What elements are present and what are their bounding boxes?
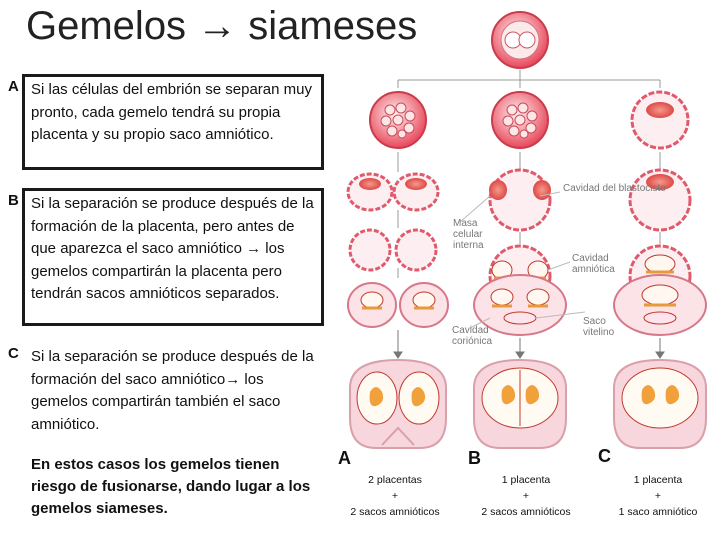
label-cavidad-corionica: Cavidad coriónica bbox=[452, 325, 493, 347]
uterus-c bbox=[613, 358, 707, 449]
blastocyst-early bbox=[630, 90, 690, 150]
label-cavidad-amniotica: Cavidad amniótica bbox=[572, 253, 615, 275]
caption-c-line1: 1 placenta bbox=[633, 474, 683, 486]
caption-a-line2: + bbox=[391, 490, 399, 502]
label-cavidad-blastocisto: Cavidad del blastocisto bbox=[563, 183, 666, 194]
caption-b-line2: + bbox=[522, 490, 530, 502]
section-a-letter: A bbox=[8, 78, 19, 95]
section-b-text: Si la separación se produce después de l… bbox=[31, 195, 314, 302]
section-a-text: Si las células del embrión se separan mu… bbox=[31, 81, 312, 143]
caption-a: 2 placentas + 2 sacos amnióticos bbox=[340, 472, 450, 520]
zygote bbox=[491, 11, 549, 69]
caption-b: 1 placenta + 2 sacos amnióticos bbox=[470, 472, 582, 520]
label-pointers bbox=[459, 191, 586, 329]
caption-b-line3: 2 sacos amnióticos bbox=[481, 506, 571, 518]
column-a-letter: A bbox=[338, 448, 351, 468]
section-c-text: Si la separación se produce después de l… bbox=[31, 348, 314, 433]
caption-b-line1: 1 placenta bbox=[501, 474, 551, 486]
caption-c-line3: 1 saco amniótico bbox=[618, 506, 698, 518]
caption-a-line3: 2 sacos amnióticos bbox=[350, 506, 440, 518]
section-b-box bbox=[22, 188, 324, 326]
section-b-letter: B bbox=[8, 192, 19, 209]
uterus-b bbox=[473, 358, 567, 449]
blastocyst-c bbox=[628, 168, 692, 244]
caption-c: 1 placenta + 1 saco amniótico bbox=[604, 472, 712, 520]
warning-text: En estos casos los gemelos tienen riesgo… bbox=[31, 456, 311, 517]
section-a-box bbox=[22, 74, 324, 170]
page-title: Gemelos → siameses bbox=[26, 4, 418, 48]
label-masa-celular: Masa celular interna bbox=[453, 218, 484, 251]
arrows-down bbox=[393, 330, 665, 359]
column-c-letter: C bbox=[598, 446, 611, 466]
caption-a-line1: 2 placentas bbox=[368, 474, 422, 486]
caption-c-line2: + bbox=[654, 490, 662, 502]
chorion-a bbox=[347, 282, 449, 328]
uterus-a bbox=[349, 358, 447, 449]
twinning-diagram bbox=[346, 11, 707, 449]
chorion-c bbox=[613, 274, 707, 336]
morula-b bbox=[491, 91, 549, 149]
blastocyst-split-a bbox=[346, 172, 440, 278]
chorion-b bbox=[473, 274, 567, 336]
morula bbox=[369, 91, 427, 149]
column-b-letter: B bbox=[468, 448, 481, 468]
label-saco-vitelino: Saco vitelino bbox=[583, 316, 615, 338]
section-c-letter: C bbox=[8, 345, 19, 362]
